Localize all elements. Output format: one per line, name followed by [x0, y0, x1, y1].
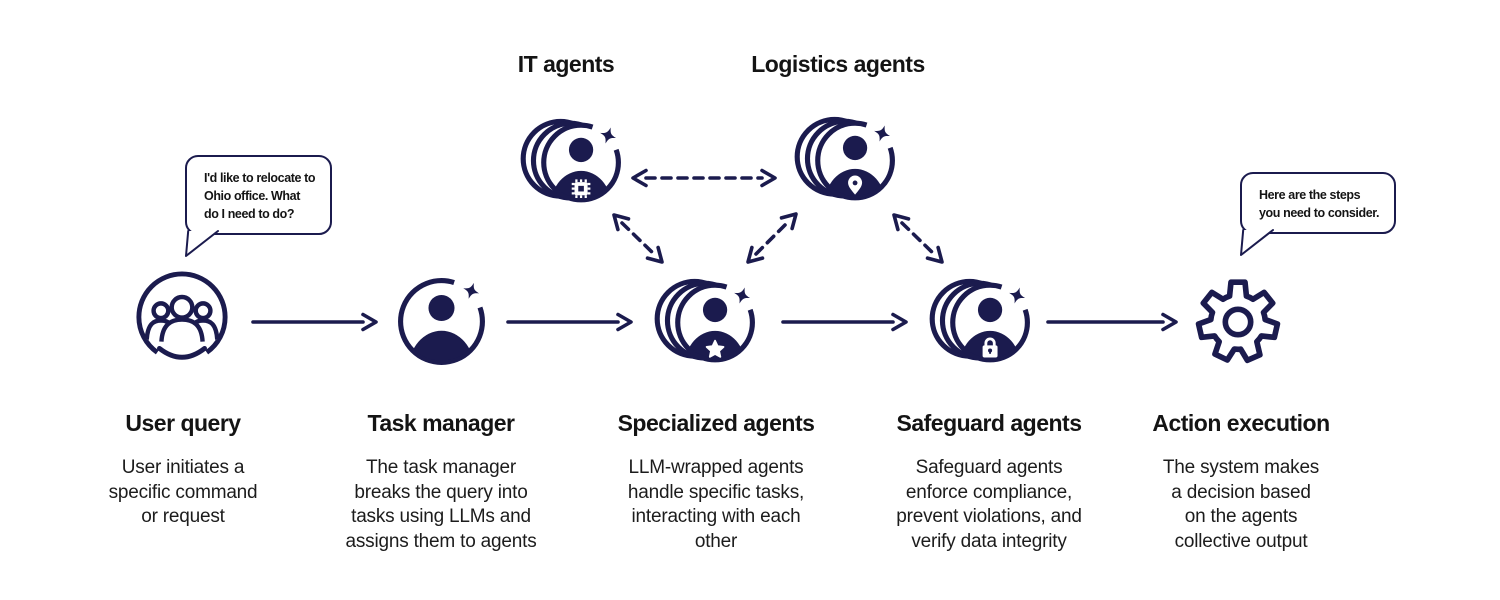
system-speech-text: Here are the steps you need to consider.	[1259, 188, 1380, 220]
lock-badge-icon	[982, 337, 998, 358]
user-speech-bubble: I'd like to relocate to Ohio office. Wha…	[185, 155, 333, 257]
chip-badge-icon	[571, 179, 591, 198]
step-column-task-manager: Task manager The task manager breaks the…	[301, 410, 581, 554]
task-manager-icon	[398, 278, 485, 365]
logistics-agents-icon	[786, 112, 898, 205]
it-agents-label: IT agents	[517, 51, 615, 77]
step-title: User query	[125, 410, 241, 436]
step-title: Safeguard agents	[896, 410, 1083, 436]
flow-arrow	[251, 312, 1178, 332]
step-title: Task manager	[367, 410, 515, 436]
user-speech-text: I'd like to relocate to Ohio office. Wha…	[204, 171, 316, 221]
step-description: Safeguard agents enforce compliance, pre…	[896, 457, 1082, 552]
step-column-user-query: User query User initiates a specific com…	[43, 410, 323, 530]
specialized-agents-icon	[646, 274, 758, 367]
it-agents-icon	[512, 114, 624, 207]
speech-bubble-tail	[1240, 229, 1274, 256]
speech-bubble-tail	[185, 230, 219, 257]
step-column-safeguard-agents: Safeguard agents Safeguard agents enforc…	[849, 410, 1129, 554]
step-description: LLM-wrapped agents handle specific tasks…	[627, 457, 805, 552]
user-group-icon	[136, 271, 228, 363]
star-badge-icon	[705, 339, 725, 358]
logistics-agents-label: Logistics agents	[751, 51, 925, 77]
step-column-specialized-agents: Specialized agents LLM-wrapped agents ha…	[576, 410, 856, 554]
step-column-action-execution: Action execution The system makes a deci…	[1101, 410, 1381, 554]
step-title: Action execution	[1152, 410, 1330, 436]
step-description: The task manager breaks the query into t…	[345, 457, 537, 552]
step-title: Specialized agents	[617, 410, 815, 436]
dashed-arrow-line	[620, 176, 936, 256]
system-speech-bubble: Here are the steps you need to consider.	[1240, 172, 1397, 256]
step-description: User initiates a specific command or req…	[108, 457, 258, 527]
safeguard-agents-icon	[921, 274, 1033, 367]
pin-badge-icon	[848, 175, 863, 195]
gear-icon	[1195, 279, 1281, 364]
step-description: The system makes a decision based on the…	[1162, 457, 1320, 552]
